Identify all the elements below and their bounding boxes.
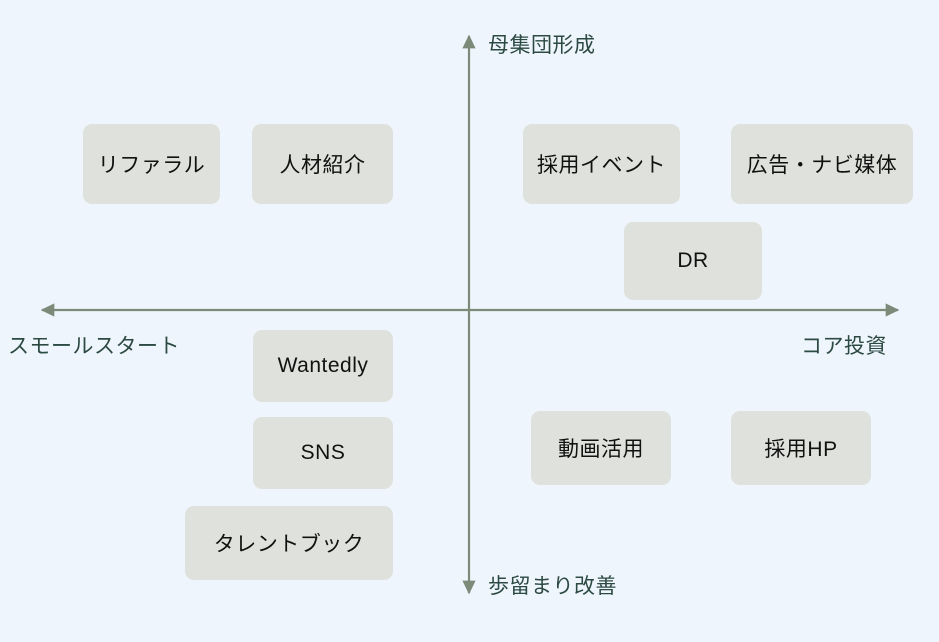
channel-box: 採用イベント <box>523 124 680 204</box>
channel-box: Wantedly <box>253 330 393 402</box>
channel-box: タレントブック <box>185 506 393 580</box>
axis-label-top: 母集団形成 <box>488 34 596 57</box>
channel-box: 採用HP <box>731 411 871 485</box>
channel-box: 広告・ナビ媒体 <box>731 124 913 204</box>
channel-box: DR <box>624 222 762 300</box>
channel-box: リファラル <box>83 124 220 204</box>
channel-box: SNS <box>253 417 393 489</box>
axis-label-bottom: 歩留まり改善 <box>488 575 617 598</box>
channel-box: 動画活用 <box>531 411 671 485</box>
channel-box: 人材紹介 <box>252 124 393 204</box>
axis-label-right: コア投資 <box>801 335 887 358</box>
axis-label-left: スモールスタート <box>8 335 180 358</box>
